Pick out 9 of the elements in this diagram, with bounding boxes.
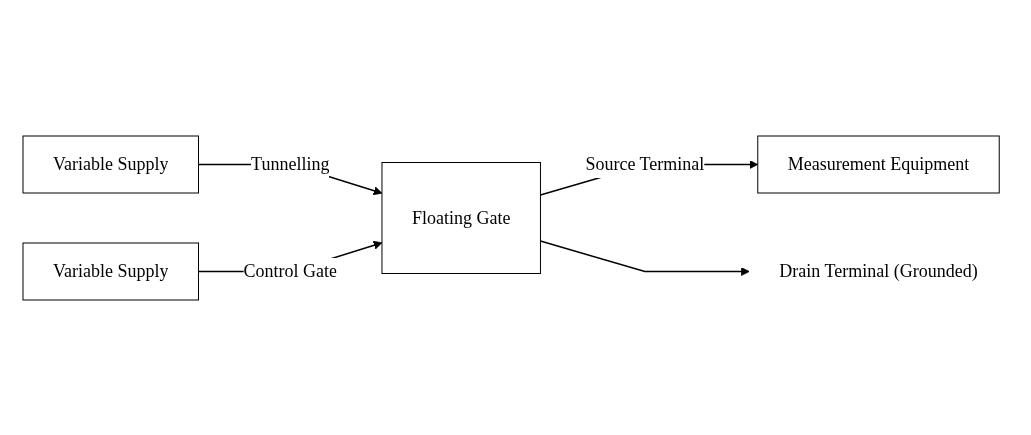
node-box: Variable Supply xyxy=(22,135,200,193)
edge-label: Source Terminal xyxy=(585,153,705,174)
edge-label: Tunnelling xyxy=(251,153,330,174)
node-box: Measurement Equipment xyxy=(757,135,1000,193)
node-box: Floating Gate xyxy=(381,161,542,274)
edge-label: Control Gate xyxy=(243,260,338,281)
arrow xyxy=(539,239,750,276)
node-box: Variable Supply xyxy=(22,242,200,300)
node-text: Drain Terminal (Grounded) xyxy=(779,260,978,281)
